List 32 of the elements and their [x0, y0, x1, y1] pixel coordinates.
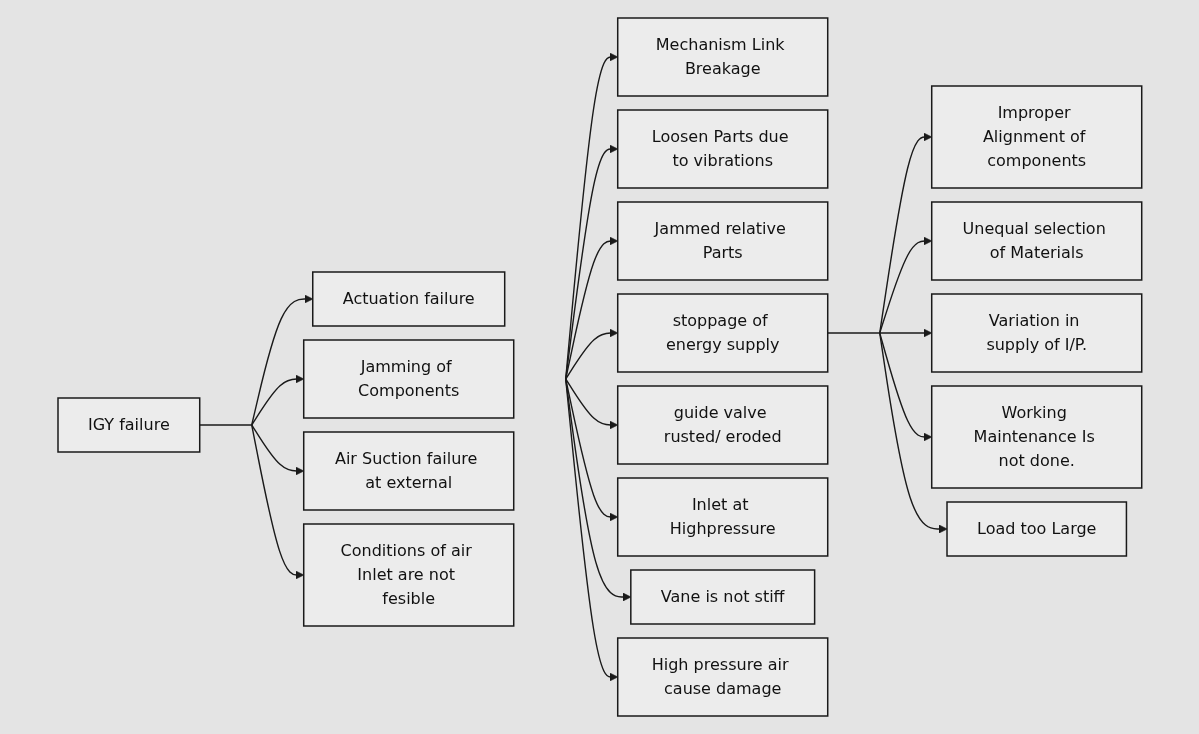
- cause-box: Unequal selection of Materials: [930, 201, 1143, 281]
- arrow: [250, 424, 304, 476]
- cause-box: Loosen Parts due to vibrations: [616, 109, 829, 189]
- arrow: [564, 378, 618, 522]
- arrow: [878, 332, 932, 442]
- cause-box: guide valve rusted/ eroded: [616, 385, 829, 465]
- arrow: [878, 328, 932, 338]
- cause-box: Jamming of Components: [302, 339, 515, 419]
- cause-box: Inlet at Highpressure: [616, 477, 829, 557]
- arrow: [564, 236, 618, 380]
- arrow: [564, 378, 618, 682]
- cause-box: Air Suction failure at external: [302, 431, 515, 511]
- cause-box: IGY failure: [56, 397, 201, 453]
- arrow: [250, 424, 304, 580]
- cause-box: Mechanism Link Breakage: [616, 17, 829, 97]
- cause-box: Actuation failure: [311, 271, 506, 327]
- arrow: [878, 132, 932, 334]
- cause-box: High pressure air cause damage: [616, 637, 829, 717]
- arrow: [564, 328, 618, 380]
- cause-box: Improper Alignment of components: [930, 85, 1143, 189]
- cause-box: Variation in supply of I/P.: [930, 293, 1143, 373]
- arrow: [250, 294, 313, 426]
- cause-box: Conditions of air Inlet are not fesible: [302, 523, 515, 627]
- cause-box: Working Maintenance Is not done.: [930, 385, 1143, 489]
- cause-box: Jammed relative Parts: [616, 201, 829, 281]
- arrow: [250, 374, 304, 426]
- cause-box: stoppage of energy supply: [616, 293, 829, 373]
- arrow: [564, 378, 618, 430]
- arrow: [878, 236, 932, 334]
- cause-box: Load too Large: [945, 501, 1127, 557]
- arrow: [564, 144, 618, 380]
- cause-box: Vane is not stiff: [629, 569, 815, 625]
